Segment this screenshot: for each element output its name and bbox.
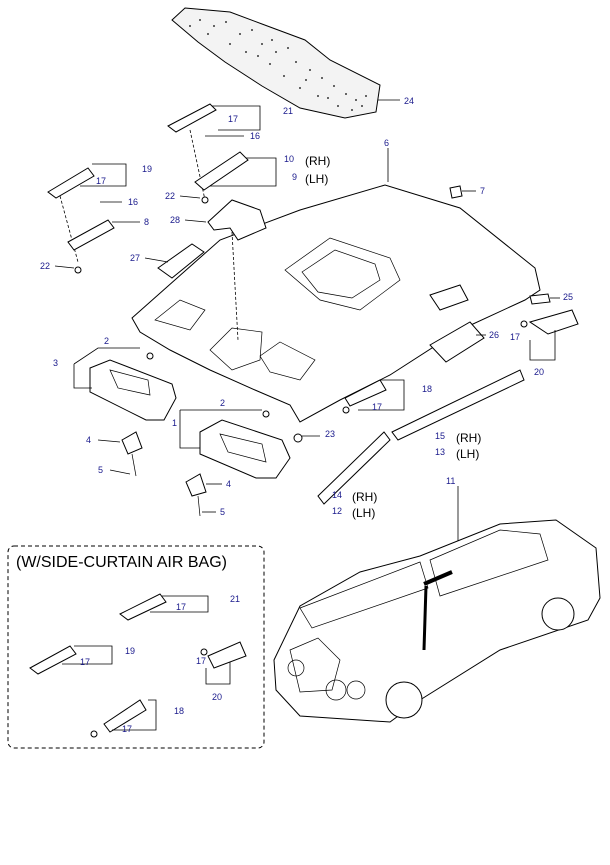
callout-23: 23 <box>325 429 335 439</box>
car-illustration <box>273 519 601 723</box>
callout-14: 14 <box>332 490 342 500</box>
label-lh-1: (LH) <box>305 172 328 186</box>
leader-28 <box>184 219 207 223</box>
inset-bracket-18 <box>90 699 147 738</box>
dash-line-28 <box>231 231 239 341</box>
label-lh-2: (LH) <box>456 447 479 461</box>
leader-10-9 <box>210 157 277 187</box>
inset-bracket-21 <box>119 593 167 621</box>
holder-4-5 <box>121 431 207 517</box>
callout-20: 20 <box>534 367 544 377</box>
leader-4a <box>97 439 121 443</box>
trim-15-13 <box>391 369 525 441</box>
callout-1: 1 <box>172 418 177 428</box>
callout-10: 10 <box>284 154 294 164</box>
callout-25: 25 <box>563 292 573 302</box>
inset-callout-17d: 17 <box>122 724 132 734</box>
inset-callout-21: 21 <box>230 594 240 604</box>
inset-callout-17b: 17 <box>80 657 90 667</box>
dash-line-21 <box>189 129 206 201</box>
callout-17c: 17 <box>372 402 382 412</box>
bracket-21 <box>167 103 217 133</box>
callout-21: 21 <box>283 106 293 116</box>
sun-visor-3 <box>89 352 177 421</box>
inset-leader-18 <box>112 699 157 731</box>
cover-26 <box>429 321 485 363</box>
leader-1 <box>179 409 262 449</box>
callout-16b: 16 <box>128 197 138 207</box>
callout-22b: 22 <box>40 261 50 271</box>
callout-13: 13 <box>435 447 445 457</box>
callout-24: 24 <box>404 96 414 106</box>
callout-2b: 2 <box>220 398 225 408</box>
inset-title: (W/SIDE-CURTAIN AIR BAG) <box>16 554 227 571</box>
callout-5a: 5 <box>98 465 103 475</box>
bracket-19 <box>47 167 95 199</box>
callout-11: 11 <box>446 476 455 486</box>
inset-callout-17c: 17 <box>196 656 206 666</box>
label-rh-1: (RH) <box>305 154 330 168</box>
callout-17a: 17 <box>228 114 238 124</box>
clip-7 <box>449 185 463 199</box>
bracket-20 <box>520 309 579 335</box>
leader-3 <box>73 347 140 389</box>
inset-leader-20 <box>205 662 231 685</box>
leader-18 <box>358 379 405 411</box>
callout-15: 15 <box>435 431 445 441</box>
bracket-27 <box>157 243 205 279</box>
callout-22a: 22 <box>165 191 175 201</box>
trim-14-12 <box>317 431 391 505</box>
assist-grip-10-9 <box>194 151 249 191</box>
inset-leader-21 <box>150 595 209 613</box>
callout-6: 6 <box>384 138 389 148</box>
clip-23 <box>293 433 303 443</box>
dash-line-19 <box>59 195 79 263</box>
callout-7: 7 <box>480 186 485 196</box>
inset-callout-20: 20 <box>212 692 222 702</box>
label-lh-3: (LH) <box>352 506 375 520</box>
callout-16a: 16 <box>250 131 260 141</box>
callout-27: 27 <box>130 253 140 263</box>
callout-12: 12 <box>332 506 342 516</box>
screw-22 <box>74 196 209 274</box>
callout-26: 26 <box>489 330 499 340</box>
label-rh-3: (RH) <box>352 490 377 504</box>
callout-4b: 4 <box>226 479 231 489</box>
leader-21 <box>212 105 261 131</box>
leader-20 <box>529 330 556 361</box>
sun-visor-1 <box>199 410 291 479</box>
roof-pad-24 <box>171 7 381 119</box>
leader-27 <box>144 257 169 263</box>
bracket-18 <box>342 379 387 414</box>
inset-callout-18: 18 <box>174 706 184 716</box>
callout-19: 19 <box>142 164 152 174</box>
callout-9: 9 <box>292 172 297 182</box>
inset-callout-19: 19 <box>125 646 135 656</box>
leader-19 <box>80 163 127 187</box>
callout-3: 3 <box>53 358 58 368</box>
inset-bracket-19 <box>29 645 77 675</box>
bracket-28 <box>207 199 267 241</box>
label-rh-2: (RH) <box>456 431 481 445</box>
inset-leader-19 <box>62 645 113 665</box>
callout-4a: 4 <box>86 435 91 445</box>
leader-5a <box>109 469 131 475</box>
callout-18: 18 <box>422 384 432 394</box>
callout-5b: 5 <box>220 507 225 517</box>
pad-25 <box>529 293 551 305</box>
leader-22b <box>54 265 75 269</box>
callout-17d: 17 <box>510 332 520 342</box>
callout-8: 8 <box>144 217 149 227</box>
callout-17b: 17 <box>96 176 106 186</box>
callout-28: 28 <box>170 215 180 225</box>
inset-callout-17a: 17 <box>176 602 186 612</box>
inset-bracket-20 <box>200 641 247 669</box>
headlining-6 <box>131 184 541 423</box>
assist-grip-8 <box>67 219 115 251</box>
inset-box <box>7 545 265 749</box>
callout-2a: 2 <box>104 336 109 346</box>
leader-22a <box>179 195 201 199</box>
